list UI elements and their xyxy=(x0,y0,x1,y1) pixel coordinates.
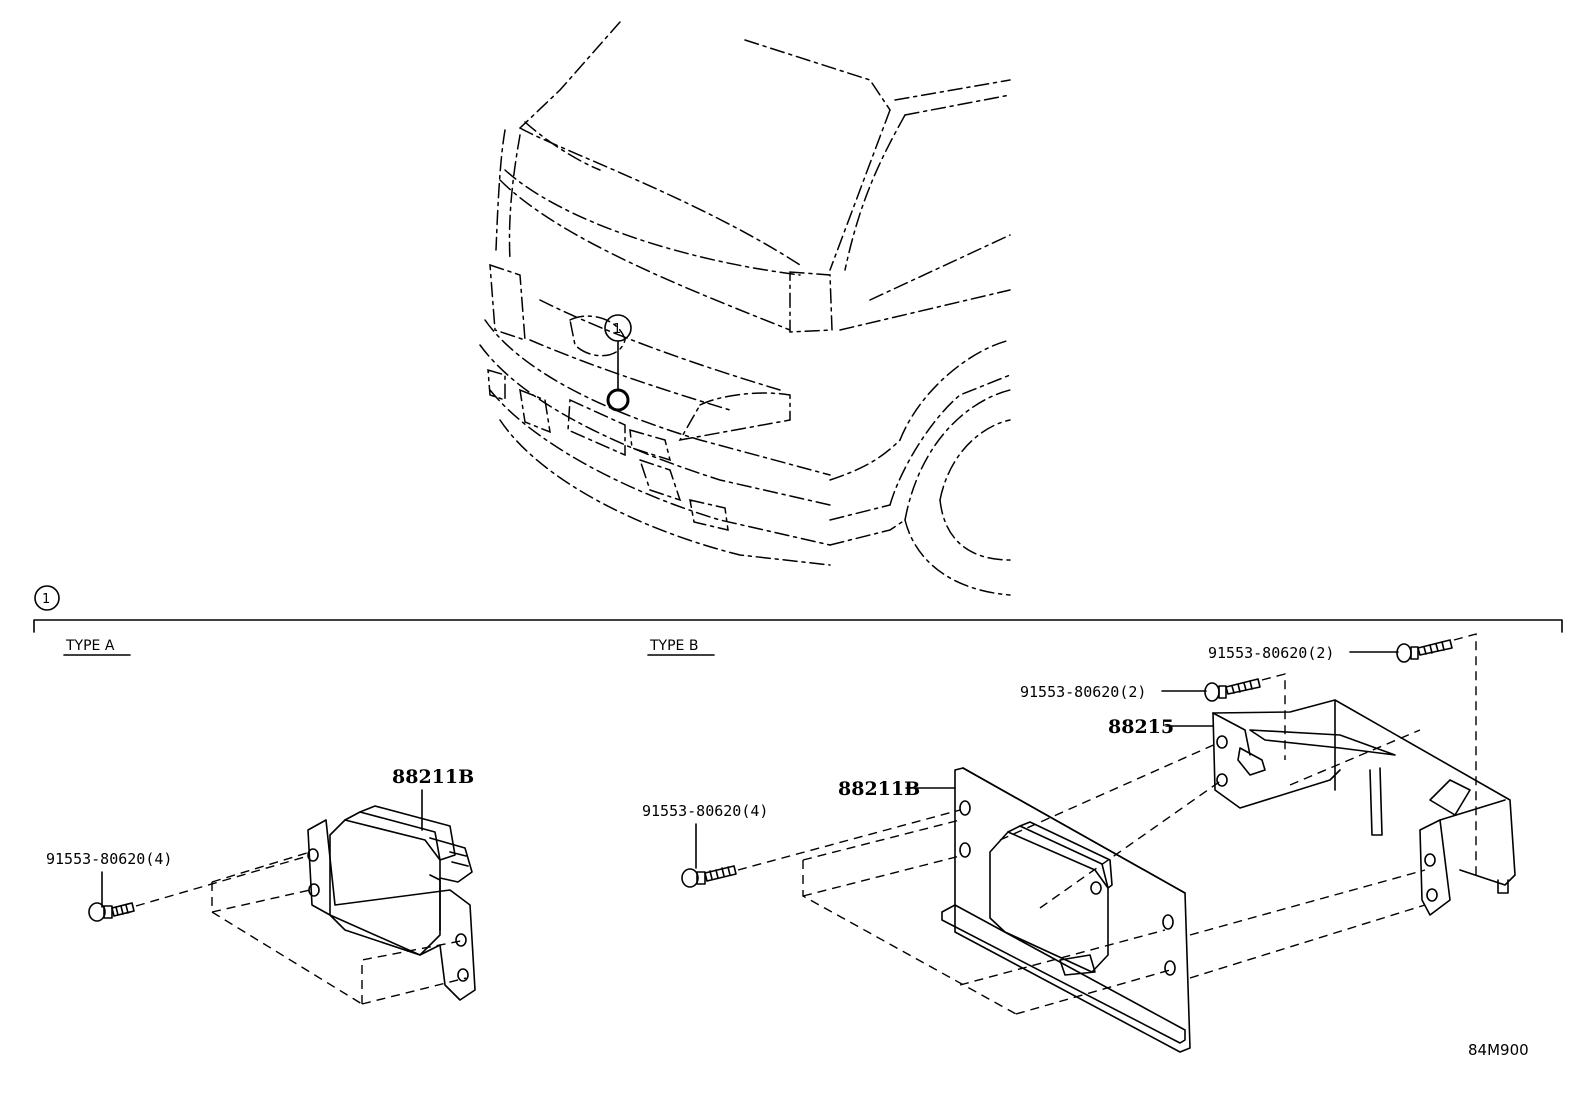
type-a-heading: TYPE A xyxy=(65,638,115,654)
type-a-bolt-label: 91553-80620(4) xyxy=(46,850,172,868)
type-b-bracket xyxy=(1212,699,1516,916)
type-b-group: TYPE B 91553-80620(4) 88211B xyxy=(642,633,1516,1053)
vehicle-outline: 1 xyxy=(479,21,1011,596)
section-bracket: 1 xyxy=(33,585,1563,633)
type-b-sensor-unit xyxy=(989,821,1113,976)
type-b-bolt-main xyxy=(681,865,737,888)
type-a-bolt xyxy=(88,902,135,922)
type-b-mounting-plate xyxy=(941,767,1191,1053)
vehicle-callout-number: 1 xyxy=(613,322,621,337)
type-a-group: TYPE A 91553-80620(4) xyxy=(46,638,476,1005)
type-b-bolt-upper-1 xyxy=(1204,678,1261,702)
type-b-heading: TYPE B xyxy=(649,638,698,654)
type-b-bolt-label-upper-2: 91553-80620(2) xyxy=(1208,644,1334,662)
type-a-unit-label: 88211B xyxy=(392,766,474,788)
sensor-location-marker xyxy=(606,388,630,412)
type-b-bracket-label: 88215 xyxy=(1108,716,1174,738)
reference-code: 84M900 xyxy=(1468,1041,1529,1059)
type-b-bolt-label-upper-1: 91553-80620(2) xyxy=(1020,683,1146,701)
type-b-bolt-upper-2 xyxy=(1396,639,1453,663)
type-b-bolt-label-main: 91553-80620(4) xyxy=(642,802,768,820)
type-b-unit-label: 88211B xyxy=(838,778,920,800)
type-a-sensor-unit xyxy=(307,805,476,1001)
section-marker-number: 1 xyxy=(42,592,50,607)
